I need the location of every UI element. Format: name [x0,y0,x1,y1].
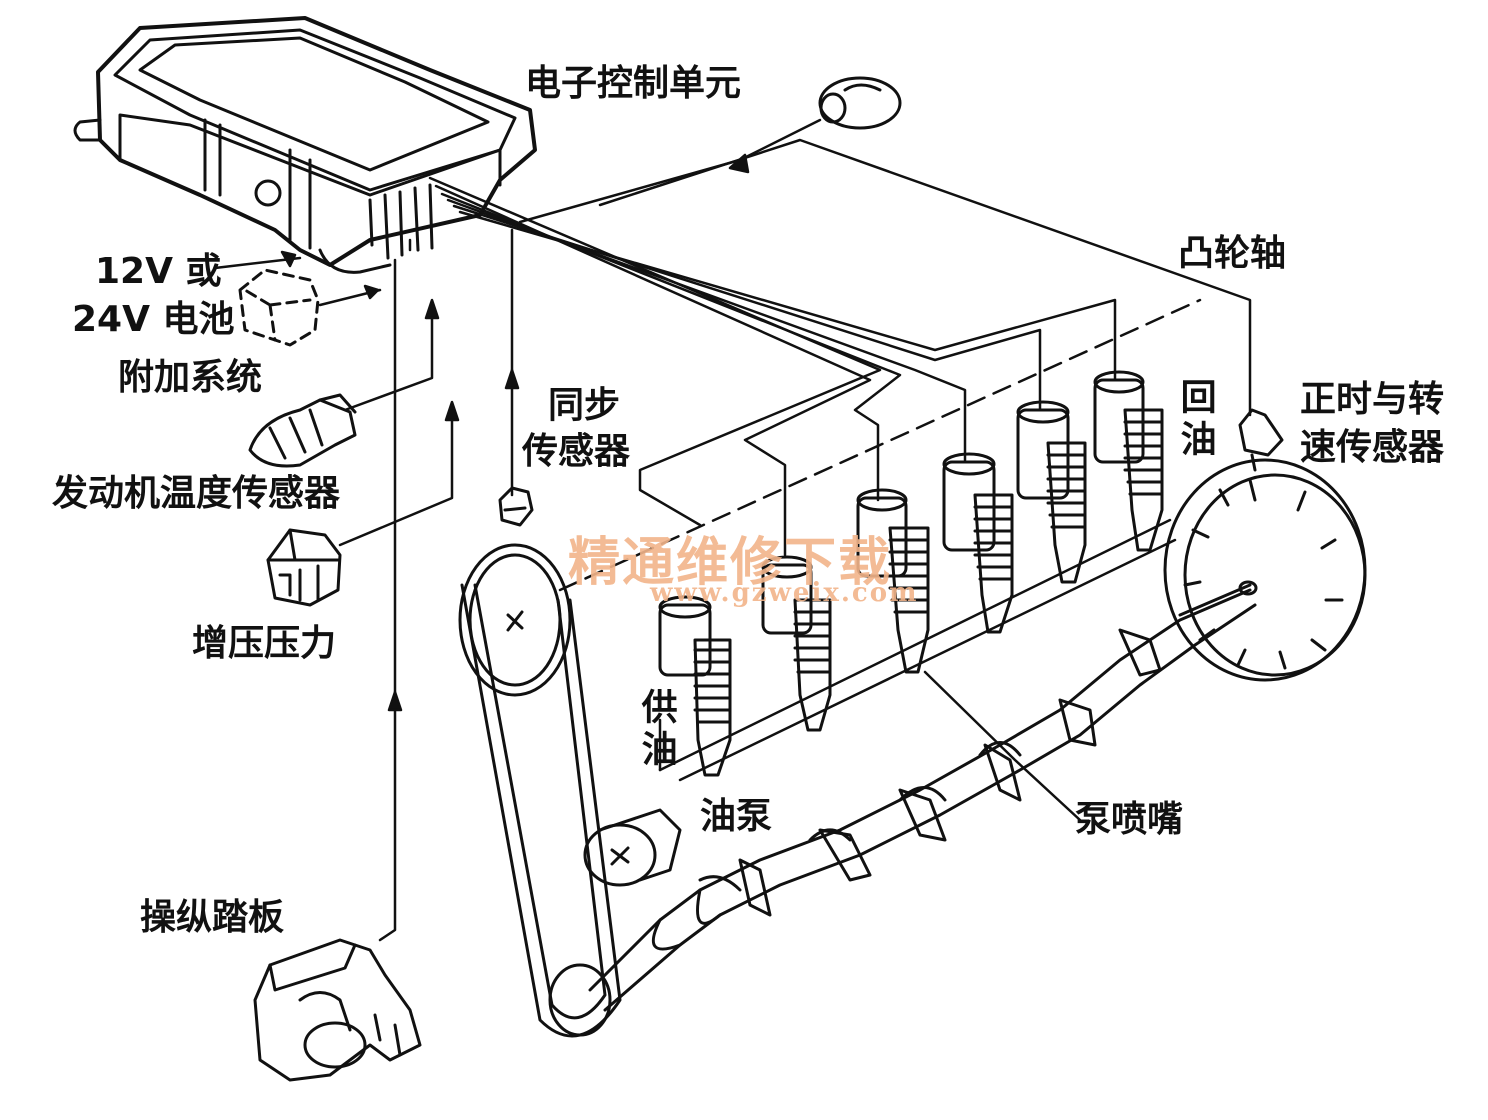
label-supply-oil: 供油 [635,688,677,772]
watermark-title: 精通维修下载 [568,532,893,593]
engine-temp-sensor-icon [248,393,357,468]
label-timing-sensor-line1: 正时与转 [1300,379,1445,420]
pump-nozzle-units [658,370,1164,777]
label-sync-sensor-line1: 同步 [548,385,621,426]
timing-wheel [1163,408,1367,682]
label-pedal: 操纵踏板 [140,897,285,938]
fuel-lines [658,518,1177,782]
sync-sensor-icon [498,486,534,527]
label-battery-line1: 12V 或 [95,251,222,292]
camshaft-icon [588,588,1257,1012]
watermark-url: www.gzweix.com [650,578,919,608]
sync-sensor-line [504,228,520,497]
pump-nozzle-leader [923,670,1082,822]
input-lines [213,238,460,942]
ecu-unit [73,16,537,274]
wire-harness [428,138,1252,557]
label-return-oil: 回油 [1174,378,1216,462]
pedal-icon [253,938,422,1082]
camshaft-line [558,298,1202,592]
timing-wire [518,118,822,224]
label-oil-pump: 油泵 [700,796,773,837]
belt-drive [458,543,682,1038]
label-camshaft: 凸轮轴 [1178,233,1287,274]
label-pump-nozzle: 泵喷嘴 [1075,799,1184,840]
label-engine-temp-sensor: 发动机温度传感器 [52,473,341,514]
boost-pressure-sensor-icon [266,528,342,607]
battery-icon [238,268,320,347]
label-sync-sensor-line2: 传感器 [522,431,631,472]
label-battery-line2: 24V 电池 [72,299,235,340]
label-aux-system: 附加系统 [118,357,263,398]
top-sensor [818,76,902,130]
label-ecu: 电子控制单元 [525,63,742,104]
label-timing-sensor-line2: 速传感器 [1300,427,1445,468]
label-boost-pressure: 增压压力 [192,623,337,664]
